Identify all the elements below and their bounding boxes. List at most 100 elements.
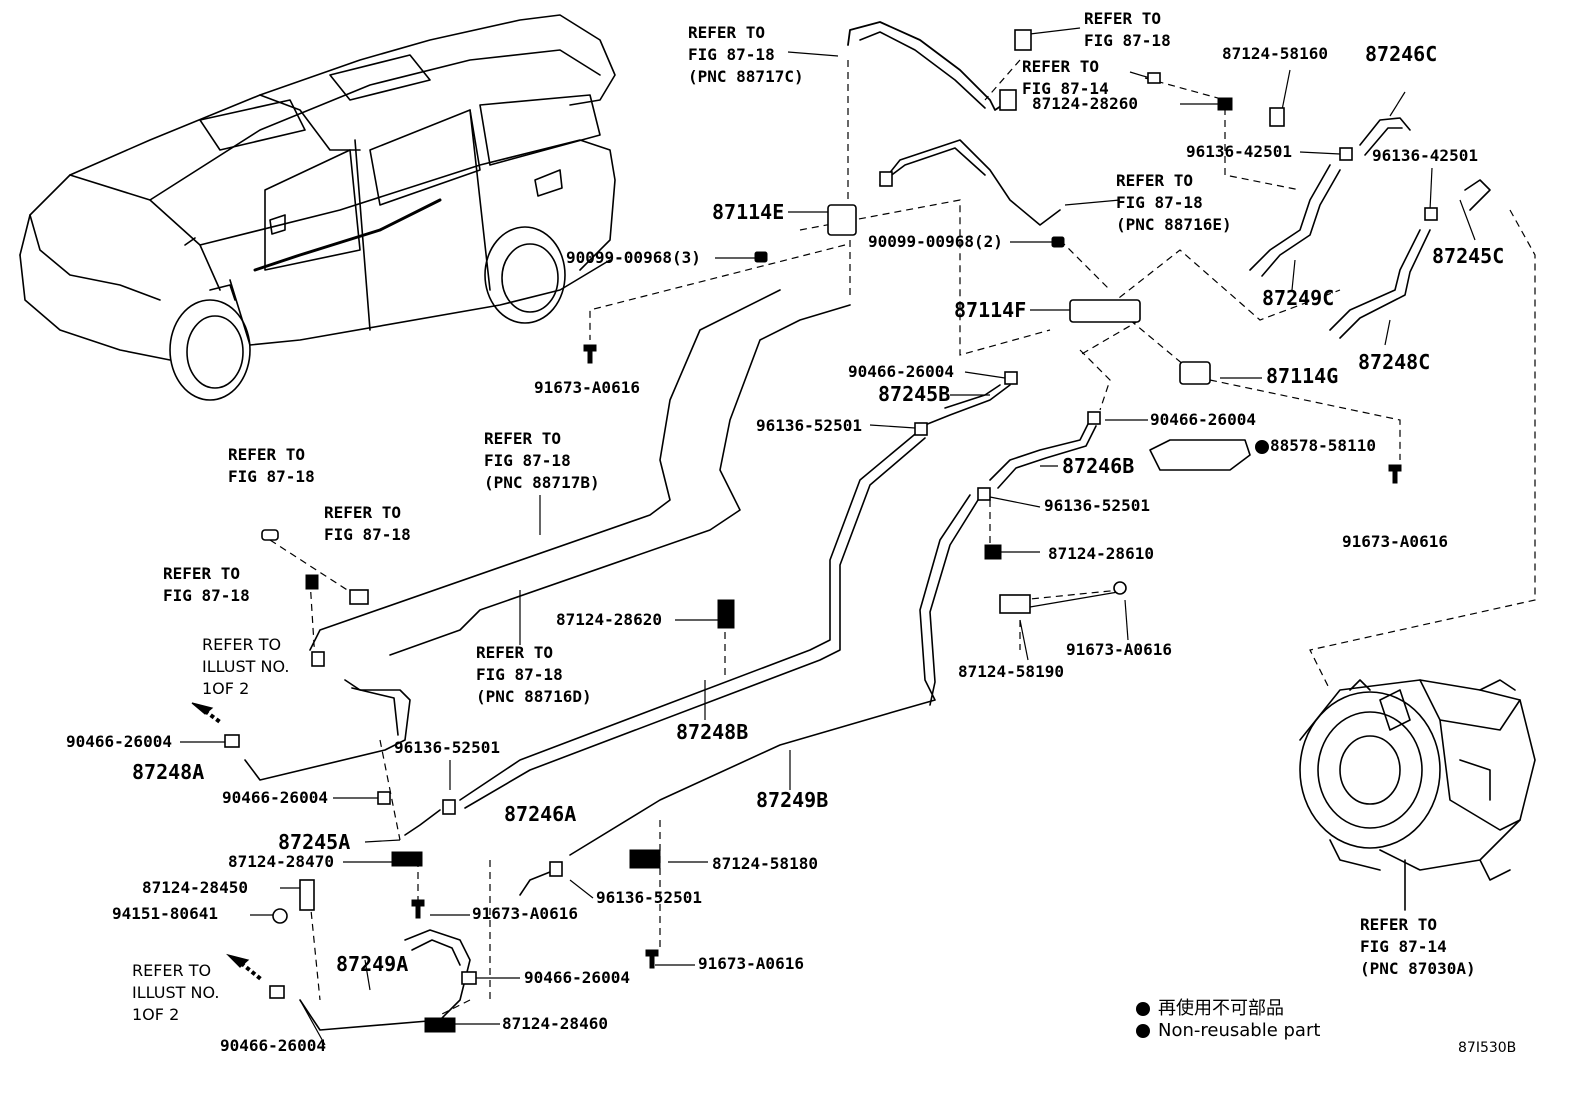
clip-90466-f [269, 985, 285, 999]
part-91673-a0616-c: 91673-A0616 [1066, 640, 1172, 659]
part-87248a: 87248A [132, 760, 205, 784]
fastener-91673-c [1113, 581, 1127, 595]
clip-87114f [1069, 299, 1141, 323]
part-87246c: 87246C [1365, 42, 1438, 66]
part-96136-52501-a: 96136-52501 [756, 416, 862, 435]
refer-fig-87-14-a: REFER TO FIG 87-14 [1022, 57, 1109, 98]
part-90466-26004-b: 90466-26004 [1150, 410, 1256, 429]
part-94151-80641: 94151-80641 [112, 904, 218, 923]
part-87124-28450: 87124-28450 [142, 878, 248, 897]
fastener-91673-e [645, 949, 659, 969]
clip-90466-e [461, 971, 477, 985]
refer-fig-87-18-b: REFER TO FIG 87-18 [228, 445, 315, 486]
clamp-96136-52501-a [914, 422, 928, 436]
part-87124-28260: 87124-28260 [1032, 94, 1138, 113]
refer-illust-b: REFER TO ILLUST NO. 1OF 2 [132, 961, 220, 1024]
clamp-96136-52501-d [549, 861, 563, 877]
clamp-96136-52501-b [977, 487, 991, 501]
clip-87124-28470 [391, 851, 423, 867]
clip-87124-58180 [629, 849, 661, 869]
part-91673-a0616-d: 91673-A0616 [472, 904, 578, 923]
part-90466-26004-f: 90466-26004 [220, 1036, 326, 1055]
clip-90466-a [1004, 371, 1018, 385]
nut-94151-80641 [272, 908, 288, 924]
vehicle-illustration [19, 14, 616, 401]
refer-fig-87-18-pnc-88716e: REFER TO FIG 87-18 (PNC 88716E) [1116, 171, 1232, 234]
part-96136-52501-c: 96136-52501 [394, 738, 500, 757]
fastener-91673-b [1388, 464, 1402, 484]
arrow-icon [226, 953, 250, 968]
non-reusable-dot-icon [1136, 1024, 1150, 1038]
part-90466-26004-c: 90466-26004 [66, 732, 172, 751]
part-96136-52501-d: 96136-52501 [596, 888, 702, 907]
part-87245c: 87245C [1432, 244, 1505, 268]
part-87245b: 87245B [878, 382, 951, 406]
refer-fig-87-18-pnc-88716d: REFER TO FIG 87-18 (PNC 88716D) [476, 643, 592, 706]
clip-90466-c [224, 734, 240, 748]
part-96136-42501-a: 96136-42501 [1186, 142, 1292, 161]
refer-fig-87-18-pnc-88717c: REFER TO FIG 87-18 (PNC 88717C) [688, 23, 804, 86]
part-87248b: 87248B [676, 720, 749, 744]
part-87124-28620: 87124-28620 [556, 610, 662, 629]
non-reusable-dot-icon [1136, 1002, 1150, 1016]
refer-fig-87-18-d: REFER TO FIG 87-18 [163, 564, 250, 605]
clip-90466-d [377, 791, 391, 805]
part-90466-26004-a: 90466-26004 [848, 362, 954, 381]
legend-japanese: 再使用不可部品 [1136, 994, 1284, 1020]
part-87124-28470: 87124-28470 [228, 852, 334, 871]
part-91673-a0616-e: 91673-A0616 [698, 954, 804, 973]
bolt-90099-2 [1051, 236, 1065, 248]
part-91673-a0616-b: 91673-A0616 [1342, 532, 1448, 551]
refer-fig-87-18-a: REFER TO FIG 87-18 [1084, 9, 1171, 50]
part-87124-58180: 87124-58180 [712, 854, 818, 873]
part-87245a: 87245A [278, 830, 351, 854]
fastener-91673-a [583, 344, 597, 364]
part-90099-00968-3: 90099-00968(3) [566, 248, 701, 267]
figure-code: 87I530B [1458, 1040, 1517, 1056]
refer-fig-87-14-pnc-87030a: REFER TO FIG 87-14 (PNC 87030A) [1360, 915, 1476, 978]
clip-87124-58190 [999, 594, 1031, 614]
hose-upper-87717c [847, 21, 1011, 111]
arrow-icon [191, 702, 214, 715]
clamp-96136-52501-c [442, 799, 456, 815]
part-96136-42501-b: 96136-42501 [1372, 146, 1478, 165]
part-87124-58190: 87124-58190 [958, 662, 1064, 681]
hvac-unit-illustration [1299, 679, 1536, 911]
part-88578-58110: 88578-58110 [1270, 436, 1376, 455]
part-87114e: 87114E [712, 200, 785, 224]
part-90099-00968-2: 90099-00968(2) [868, 232, 1003, 251]
clip-87124-28610 [984, 544, 1002, 560]
clamp-96136-42501-b [1424, 207, 1438, 221]
part-87124-58160: 87124-58160 [1222, 44, 1328, 63]
part-87249a: 87249A [336, 952, 409, 976]
clip-87114g [1179, 361, 1211, 385]
refer-illust-a: REFER TO ILLUST NO. 1OF 2 [202, 635, 290, 698]
part-87249b: 87249B [756, 788, 829, 812]
clip-87114e [827, 204, 857, 236]
part-87246b: 87246B [1062, 454, 1135, 478]
clip-87124-58160 [1269, 107, 1285, 127]
part-87114g: 87114G [1266, 364, 1339, 388]
bolt-90099-3 [754, 251, 768, 263]
part-90466-26004-d: 90466-26004 [222, 788, 328, 807]
clip-87124-28460 [424, 1017, 456, 1033]
clip-90466-b [1087, 411, 1101, 425]
part-96136-52501-b: 96136-52501 [1044, 496, 1150, 515]
part-87249c: 87249C [1262, 286, 1335, 310]
part-87248c: 87248C [1358, 350, 1431, 374]
fastener-91673-d [411, 899, 425, 919]
part-87246a: 87246A [504, 802, 577, 826]
part-87114f: 87114F [954, 298, 1027, 322]
legend-english: Non-reusable part [1136, 1020, 1320, 1041]
refer-fig-87-18-c: REFER TO FIG 87-18 [324, 503, 411, 544]
part-91673-a0616-a: 91673-A0616 [534, 378, 640, 397]
clip-87124-28260 [1217, 97, 1233, 111]
part-87124-28460: 87124-28460 [502, 1014, 608, 1033]
clip-87124-28620 [717, 599, 735, 629]
clamp-96136-42501-a [1339, 147, 1353, 161]
clip-87124-28450 [299, 879, 315, 911]
refer-fig-87-18-pnc-88717b: REFER TO FIG 87-18 (PNC 88717B) [484, 429, 600, 492]
part-90466-26004-e: 90466-26004 [524, 968, 630, 987]
part-87124-28610: 87124-28610 [1048, 544, 1154, 563]
